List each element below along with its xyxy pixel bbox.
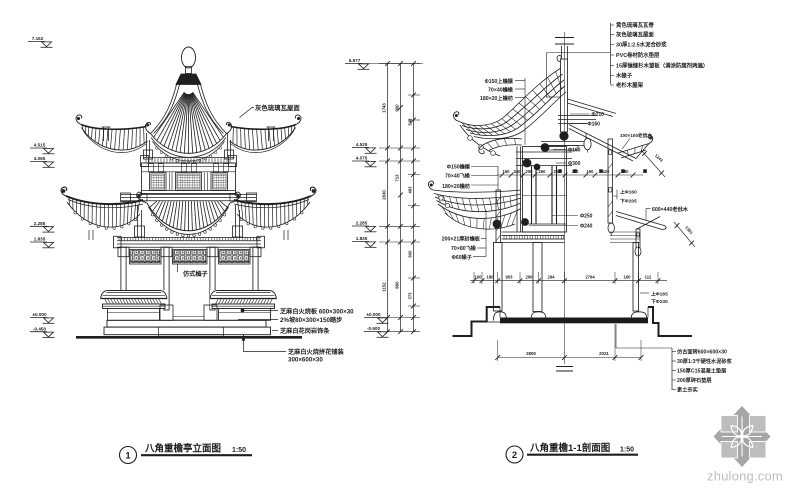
svg-text:180×20上檐枋: 180×20上檐枋 [480, 94, 514, 102]
svg-text:660: 660 [395, 281, 400, 289]
svg-text:200: 200 [526, 275, 534, 280]
svg-text:160: 160 [503, 169, 511, 174]
svg-text:Φ150上檐檩: Φ150上檐檩 [485, 77, 514, 85]
svg-text:280: 280 [622, 169, 630, 174]
svg-text:1152: 1152 [382, 282, 387, 292]
svg-text:灰色玻璃瓦屋面: 灰色玻璃瓦屋面 [616, 31, 654, 39]
svg-text:Φ160: Φ160 [568, 148, 581, 154]
svg-text:1.835: 1.835 [356, 236, 368, 241]
svg-text:300×600×30: 300×600×30 [288, 357, 323, 364]
svg-text:木椽子: 木椽子 [615, 72, 633, 80]
svg-text:黄色琉璃瓦瓦脊: 黄色琉璃瓦瓦脊 [616, 21, 654, 29]
svg-text:1381: 1381 [684, 225, 694, 236]
svg-text:2021: 2021 [599, 351, 609, 356]
svg-text:下Φ230: 下Φ230 [651, 298, 668, 305]
svg-text:上Φ165: 上Φ165 [651, 291, 668, 298]
svg-text:180×20檐枋: 180×20檐枋 [442, 182, 471, 190]
svg-text:70×40檐椽: 70×40檐椽 [488, 86, 514, 94]
svg-text:5.677: 5.677 [349, 58, 361, 63]
svg-text:八角重檐亭立面图: 八角重檐亭立面图 [144, 443, 221, 455]
svg-text:zhulong.com: zhulong.com [707, 469, 783, 484]
svg-text:260: 260 [554, 169, 562, 174]
svg-text:1: 1 [125, 451, 131, 462]
svg-text:100×100老戗木: 100×100老戗木 [620, 132, 652, 139]
svg-text:4.065: 4.065 [34, 156, 46, 161]
svg-text:±0.000: ±0.000 [32, 312, 46, 317]
svg-text:1243: 1243 [654, 153, 665, 163]
svg-text:Φ250: Φ250 [580, 214, 593, 220]
svg-text:Φ160: Φ160 [588, 122, 601, 128]
svg-text:150厚C15混凝土垫层: 150厚C15混凝土垫层 [677, 367, 726, 375]
svg-text:30厚1:3干硬性水泥砂浆: 30厚1:3干硬性水泥砂浆 [677, 357, 733, 365]
svg-text:八角重檐1-1剖面图: 八角重檐1-1剖面图 [529, 442, 610, 454]
svg-text:上Φ160: 上Φ160 [620, 189, 637, 196]
svg-text:540: 540 [408, 118, 413, 126]
svg-text:160: 160 [475, 275, 483, 280]
svg-text:260: 260 [539, 169, 547, 174]
svg-text:2800: 2800 [526, 351, 536, 356]
svg-text:2764: 2764 [585, 275, 595, 280]
svg-text:仿古面砖600×600×30: 仿古面砖600×600×30 [677, 348, 727, 356]
svg-text:600×440老戗木: 600×440老戗木 [652, 205, 689, 213]
svg-text:373: 373 [408, 292, 413, 300]
svg-text:713: 713 [395, 174, 400, 182]
svg-text:600: 600 [408, 250, 413, 258]
svg-text:180: 180 [487, 275, 495, 280]
svg-text:1.835: 1.835 [34, 237, 46, 242]
svg-text:4.525: 4.525 [356, 142, 368, 147]
svg-text:1:50: 1:50 [620, 447, 634, 454]
svg-text:Φ240: Φ240 [580, 224, 593, 230]
svg-text:1:50: 1:50 [232, 447, 246, 454]
svg-text:2.285: 2.285 [34, 221, 46, 226]
svg-text:4.515: 4.515 [34, 143, 46, 148]
svg-text:老杉木屋架: 老杉木屋架 [616, 81, 644, 89]
svg-text:±0.000: ±0.000 [366, 312, 380, 317]
svg-text:200厚碎石垫层: 200厚碎石垫层 [677, 376, 712, 384]
svg-text:下Φ205: 下Φ205 [620, 198, 637, 205]
svg-text:294: 294 [548, 275, 556, 280]
svg-text:15厚镶缝杉木望板（满涂防腐剂两遍）: 15厚镶缝杉木望板（满涂防腐剂两遍） [616, 62, 708, 70]
svg-text:2: 2 [512, 450, 517, 461]
svg-text:2.285: 2.285 [356, 221, 368, 226]
svg-text:70×80飞椽: 70×80飞椽 [451, 244, 477, 252]
svg-text:PVC卷材防水垫层: PVC卷材防水垫层 [616, 51, 660, 59]
svg-text:2830: 2830 [382, 190, 387, 200]
svg-text:200×21厚封檐板: 200×21厚封檐板 [442, 235, 481, 243]
svg-text:芝麻白火烧拼花铺装: 芝麻白火烧拼花铺装 [288, 348, 344, 356]
svg-text:Φ300: Φ300 [568, 161, 581, 167]
svg-text:仿式楣子: 仿式楣子 [183, 270, 209, 278]
svg-text:30厚1:2.5水泥合砂浆: 30厚1:2.5水泥合砂浆 [616, 41, 667, 49]
svg-text:390: 390 [572, 169, 580, 174]
svg-text:903: 903 [506, 275, 514, 280]
svg-text:Φ210: Φ210 [592, 112, 605, 118]
svg-text:1743: 1743 [382, 103, 387, 113]
svg-text:463: 463 [408, 186, 413, 194]
svg-text:112: 112 [645, 275, 652, 280]
svg-text:7.162: 7.162 [32, 36, 44, 41]
svg-text:Φ60椽子: Φ60椽子 [452, 253, 473, 261]
svg-text:-0.600: -0.600 [367, 326, 380, 331]
svg-text:Φ150檐檩: Φ150檐檩 [447, 163, 471, 171]
svg-text:-0.450: -0.450 [33, 326, 46, 331]
svg-text:160: 160 [587, 169, 595, 174]
svg-text:900: 900 [395, 104, 400, 112]
svg-text:芝麻白花岗岩饰条: 芝麻白花岗岩饰条 [280, 327, 330, 335]
svg-text:芝麻白火烧板 600×300×30: 芝麻白火烧板 600×300×30 [280, 307, 354, 315]
svg-text:2%坡80×300×150踏步: 2%坡80×300×150踏步 [280, 316, 342, 324]
svg-text:4.075: 4.075 [356, 156, 368, 161]
svg-text:200: 200 [526, 169, 534, 174]
svg-text:灰色琉璃瓦屋面: 灰色琉璃瓦屋面 [255, 103, 300, 112]
svg-text:70×40飞椽: 70×40飞椽 [445, 172, 471, 180]
svg-text:160: 160 [624, 275, 632, 280]
svg-text:420: 420 [603, 169, 611, 174]
svg-text:素土夯实: 素土夯实 [677, 386, 698, 394]
